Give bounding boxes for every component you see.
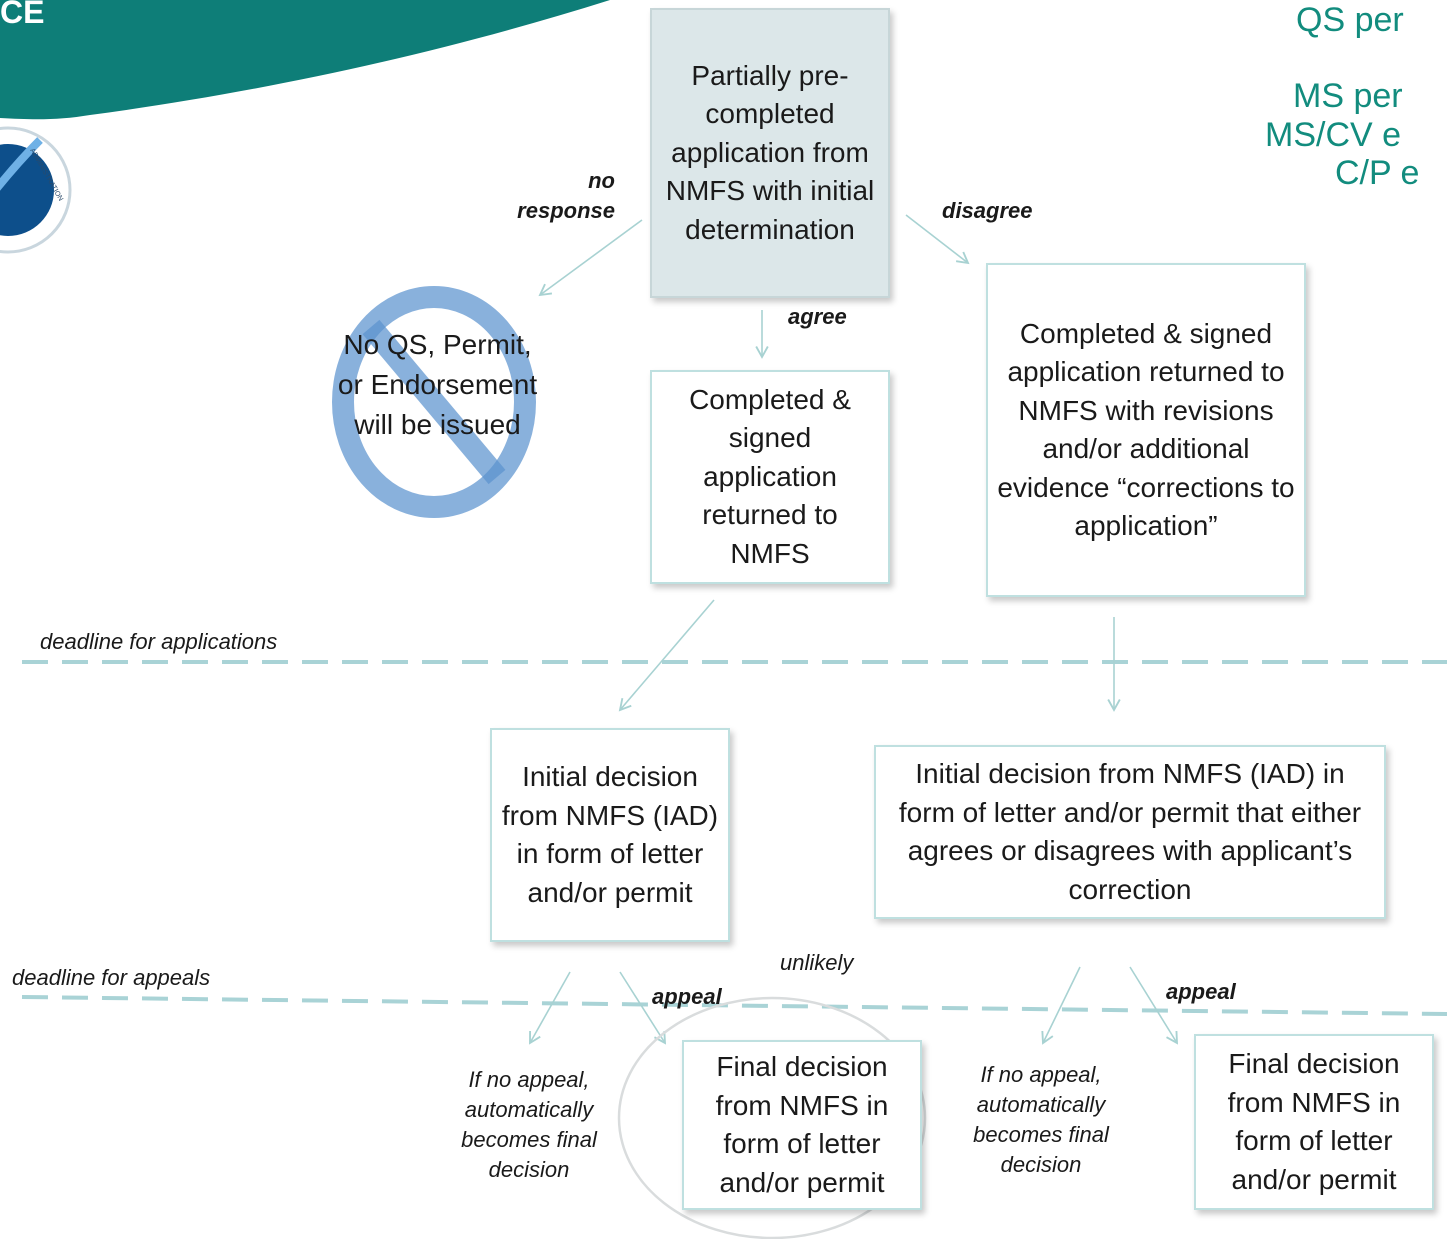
deadline-applications-label: deadline for applications [40, 629, 278, 654]
corner-line-2: MS per [1293, 77, 1403, 115]
label-agree: agree [788, 304, 847, 329]
edge-right-appeal [1129, 966, 1179, 1045]
edge-left-no-appeal [529, 971, 571, 1045]
node-partially-precompleted: Partially pre-completed application from… [650, 8, 890, 298]
agency-title-fragment: CE [0, 0, 45, 30]
label-unlikely: unlikely [780, 950, 854, 975]
label-appeal-left: appeal [652, 984, 722, 1009]
label-appeal-right: appeal [1166, 979, 1236, 1004]
node-completed-agree: Completed & signed application returned … [650, 370, 890, 584]
edge-no-response [538, 219, 643, 297]
noaa-seal-icon: ADMINISTRATION [0, 126, 72, 254]
corner-line-4: C/P e [1335, 154, 1420, 192]
node-initial-decision-left: Initial decision from NMFS (IAD) in form… [490, 728, 730, 942]
node-initial-decision-right: Initial decision from NMFS (IAD) in form… [874, 745, 1386, 919]
label-no-response: no response [517, 168, 615, 223]
edge-left-appeal [619, 971, 667, 1045]
corner-line-1: QS per [1296, 1, 1404, 39]
node-completed-disagree: Completed & signed application returned … [986, 263, 1306, 597]
edge-agree-to-initial [618, 599, 715, 712]
label-no-appeal-left: If no appeal, automatically becomes fina… [461, 1067, 597, 1182]
deadline-appeals-label: deadline for appeals [12, 965, 211, 990]
node-no-qs-issued: No QS, Permit, or Endorsement will be is… [337, 329, 538, 440]
unlikely-highlight-circle [617, 996, 927, 1239]
node-final-decision-right: Final decision from NMFS in form of lett… [1194, 1034, 1434, 1210]
label-no-appeal-right: If no appeal, automatically becomes fina… [973, 1062, 1109, 1177]
node-final-decision-left: Final decision from NMFS in form of lett… [682, 1040, 922, 1210]
edge-disagree [905, 214, 970, 265]
teal-banner [0, 0, 610, 120]
edge-right-no-appeal [1041, 966, 1081, 1045]
no-symbol-icon [332, 286, 536, 518]
label-disagree: disagree [942, 198, 1033, 223]
corner-line-3: MS/CV e [1265, 116, 1402, 154]
